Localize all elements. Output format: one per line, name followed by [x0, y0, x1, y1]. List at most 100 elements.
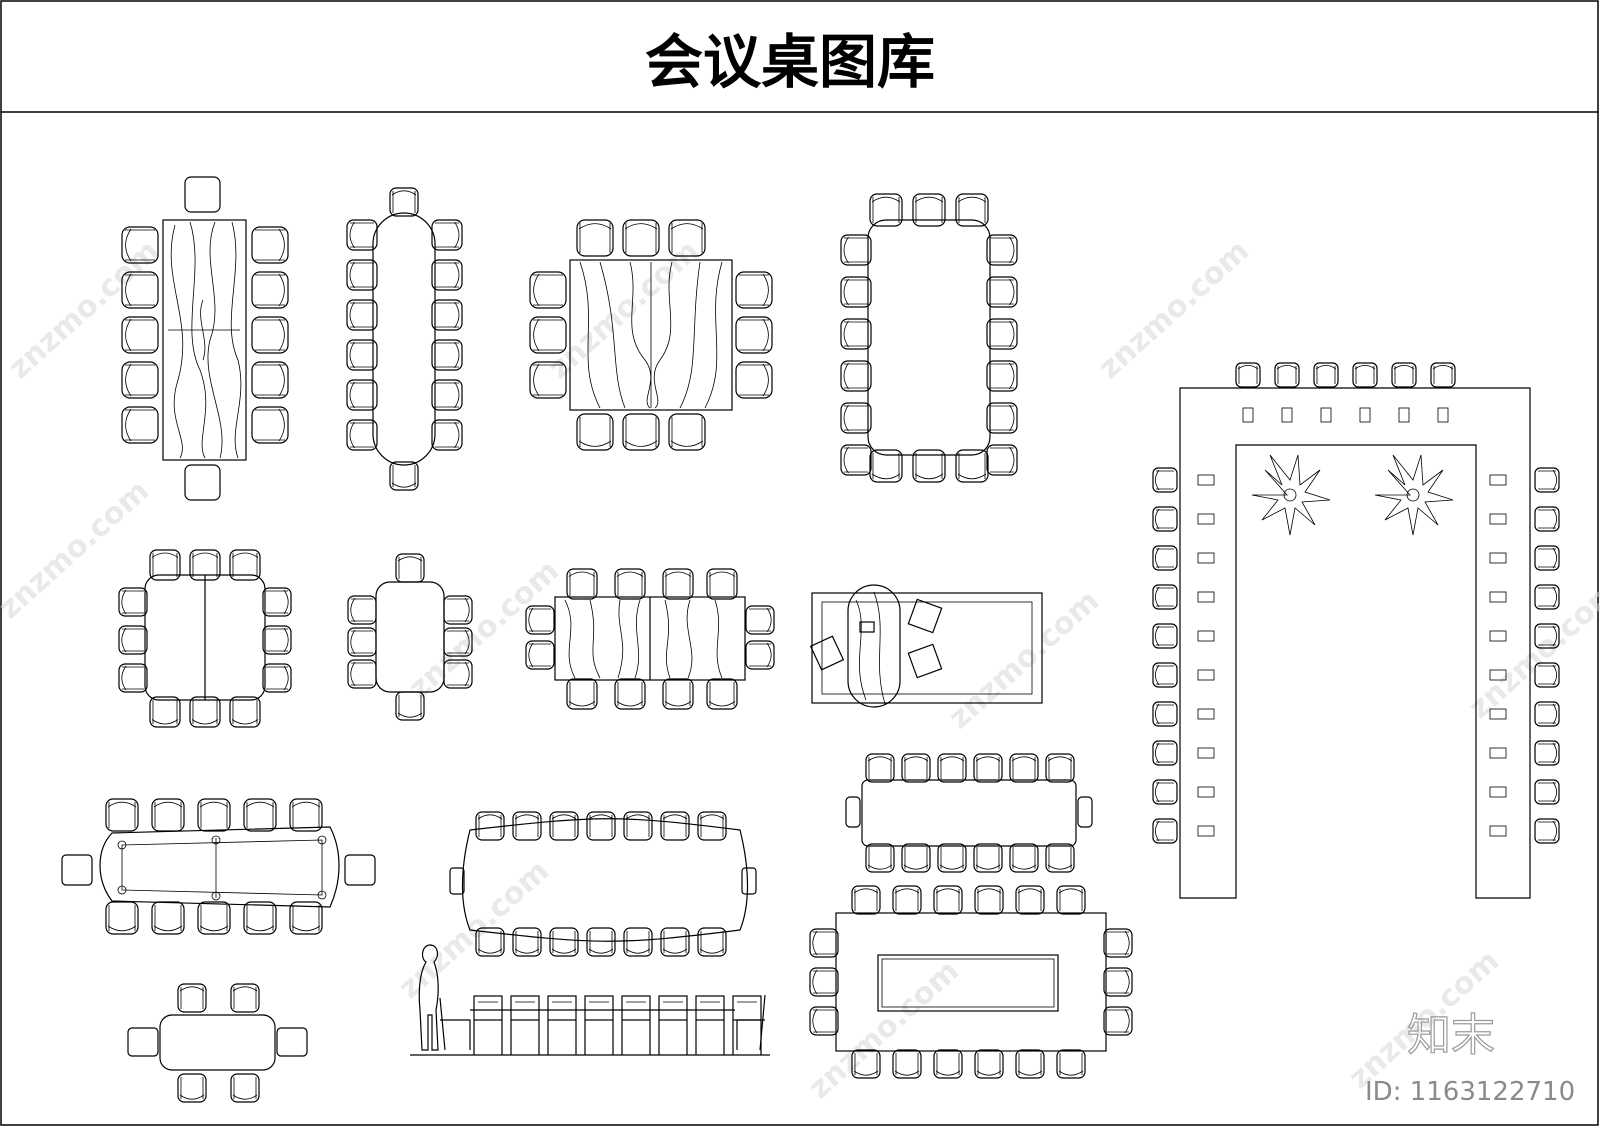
chair-icon	[1152, 662, 1178, 688]
chair-icon	[974, 885, 1004, 915]
chair-icon	[809, 1006, 839, 1036]
chair-icon	[1152, 506, 1178, 532]
chair-icon	[912, 193, 946, 227]
chair-icon	[443, 659, 473, 689]
chair-icon	[1534, 779, 1560, 805]
chair-icon	[901, 843, 931, 873]
chair-icon	[512, 811, 542, 841]
laptop-icon	[1197, 669, 1215, 681]
chair-icon	[735, 271, 773, 309]
chair-icon	[986, 276, 1018, 308]
chair-icon	[1009, 753, 1039, 783]
watermark-site: znzmo.com	[942, 583, 1106, 736]
chair-icon	[1534, 818, 1560, 844]
chair-icon	[431, 219, 463, 251]
watermark-site: znzmo.com	[2, 233, 166, 386]
chair-icon	[346, 379, 378, 411]
chair-icon	[475, 927, 505, 957]
laptop-icon	[1197, 786, 1215, 798]
conference-table-oval-14	[372, 212, 436, 466]
chair-icon	[576, 219, 614, 257]
laptop-icon	[1489, 513, 1507, 525]
chair-elevation-icon	[473, 995, 503, 1055]
sheet-title: 会议桌图库	[645, 28, 935, 96]
watermark-site: znzmo.com	[1462, 573, 1600, 726]
laptop-icon	[1489, 747, 1507, 759]
chair-icon	[121, 226, 159, 264]
chair-icon	[955, 449, 989, 483]
chair-icon	[1152, 467, 1178, 493]
chair-icon	[566, 678, 598, 710]
chair-icon	[121, 271, 159, 309]
chair-icon	[347, 659, 377, 689]
chair-icon	[576, 413, 614, 451]
chair-elevation-icon	[658, 995, 688, 1055]
chair-icon	[697, 811, 727, 841]
chair-icon	[901, 753, 931, 783]
chair-icon	[1152, 584, 1178, 610]
conference-table-wide-wood	[554, 596, 746, 681]
chair-icon	[431, 299, 463, 331]
chair-icon	[662, 678, 694, 710]
chair-icon	[614, 678, 646, 710]
chair-icon	[525, 640, 555, 670]
chair-icon	[1056, 885, 1086, 915]
conference-table-u-shape	[1179, 387, 1531, 899]
chair-icon	[745, 640, 775, 670]
laptop-icon	[1197, 591, 1215, 603]
chair-icon	[389, 461, 419, 491]
laptop-icon	[1398, 407, 1410, 423]
laptop-icon	[1489, 630, 1507, 642]
chair-icon	[229, 549, 261, 581]
chair-icon	[525, 605, 555, 635]
chair-icon	[230, 1073, 260, 1103]
chair-icon	[229, 696, 261, 728]
chair-icon	[840, 318, 872, 350]
chair-icon	[346, 219, 378, 251]
chair-icon	[230, 983, 260, 1013]
chair-icon	[1045, 843, 1075, 873]
chair-elevation-icon	[510, 995, 540, 1055]
chair-icon	[1103, 967, 1133, 997]
chair-icon	[1015, 885, 1045, 915]
chair-elevation-icon	[547, 995, 577, 1055]
chair-icon	[586, 811, 616, 841]
chair-icon	[937, 753, 967, 783]
laptop-icon	[1489, 552, 1507, 564]
chair-icon	[529, 271, 567, 309]
chair-icon	[1352, 362, 1378, 388]
chair-icon	[105, 901, 139, 935]
chair-icon	[1534, 584, 1560, 610]
chair-icon	[851, 1049, 881, 1079]
chair-icon	[851, 885, 881, 915]
conference-table-rounded-16	[867, 219, 991, 456]
chair-icon	[912, 449, 946, 483]
chair-icon	[1152, 818, 1178, 844]
chair-icon	[933, 1049, 963, 1079]
chair-icon	[1152, 740, 1178, 766]
chair-icon	[892, 885, 922, 915]
conference-table-boat-12	[61, 826, 376, 908]
chair-icon	[668, 413, 706, 451]
chair-icon	[668, 219, 706, 257]
chair-icon	[623, 811, 653, 841]
watermark-site: znzmo.com	[402, 553, 566, 706]
chair-icon	[251, 361, 289, 399]
laptop-icon	[1197, 513, 1215, 525]
chair-icon	[431, 419, 463, 451]
chair-icon	[395, 553, 425, 583]
id-watermark: ID: 1163122710	[1365, 1077, 1575, 1107]
chair-icon	[735, 316, 773, 354]
chair-icon	[1152, 779, 1178, 805]
chair-icon	[529, 316, 567, 354]
chair-icon	[121, 406, 159, 444]
brand-watermark: 知末	[1407, 1010, 1495, 1061]
chair-icon	[1056, 1049, 1086, 1079]
laptop-icon	[1281, 407, 1293, 423]
chair-icon	[251, 226, 289, 264]
laptop-icon	[1197, 708, 1215, 720]
chair-icon	[512, 927, 542, 957]
chair-icon	[933, 885, 963, 915]
chair-icon	[1534, 740, 1560, 766]
plant-icon	[1251, 454, 1331, 536]
